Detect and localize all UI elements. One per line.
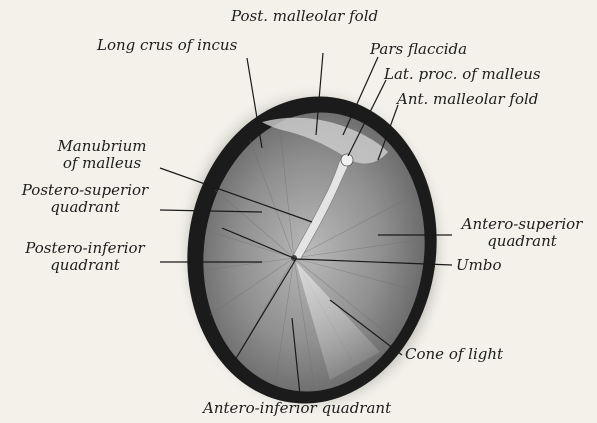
label-cone-of-light: Cone of light bbox=[405, 346, 503, 363]
label-antero-superior-line2: quadrant bbox=[452, 233, 592, 250]
label-manubrium-of-malleus: Manubrium of malleus bbox=[42, 138, 162, 172]
label-ant-malleolar-fold: Ant. malleolar fold bbox=[397, 91, 538, 108]
label-manubrium-line2: of malleus bbox=[42, 155, 162, 172]
label-pars-flaccida: Pars flaccida bbox=[370, 41, 467, 58]
lateral-process-knob bbox=[341, 154, 353, 166]
label-umbo: Umbo bbox=[456, 257, 502, 274]
label-manubrium-line1: Manubrium bbox=[42, 138, 162, 155]
label-postero-inferior-quadrant: Postero-inferior quadrant bbox=[10, 240, 160, 274]
label-postero-superior-line2: quadrant bbox=[10, 199, 160, 216]
label-lat-proc-of-malleus: Lat. proc. of malleus bbox=[384, 66, 541, 83]
label-antero-superior-line1: Antero-superior bbox=[452, 216, 592, 233]
label-antero-inferior-quadrant: Antero-inferior quadrant bbox=[203, 400, 391, 417]
label-postero-inferior-line1: Postero-inferior bbox=[10, 240, 160, 257]
label-postero-superior-line1: Postero-superior bbox=[10, 182, 160, 199]
label-postero-superior-quadrant: Postero-superior quadrant bbox=[10, 182, 160, 216]
label-postero-inferior-line2: quadrant bbox=[10, 257, 160, 274]
label-antero-superior-quadrant: Antero-superior quadrant bbox=[452, 216, 592, 250]
label-post-malleolar-fold: Post. malleolar fold bbox=[231, 8, 378, 25]
label-long-crus-of-incus: Long crus of incus bbox=[97, 37, 237, 54]
